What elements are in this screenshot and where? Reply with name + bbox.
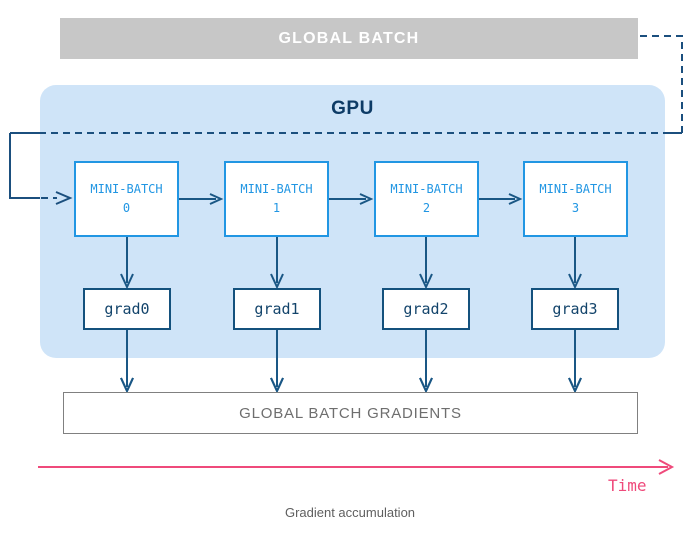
grad-box-1: grad1 [233,288,321,330]
grad-to-gradients-arrows-overlay [120,330,582,394]
global-batch-gradients-box: GLOBAL BATCH GRADIENTS [63,392,638,434]
time-axis-arrow [38,459,675,475]
global-batch-bar: GLOBAL BATCH [60,18,638,59]
grad-label-2: grad2 [403,300,449,318]
global-batch-label: GLOBAL BATCH [278,29,420,47]
gpu-label: GPU [331,98,374,119]
time-axis-label: Time [608,476,647,495]
global-batch-gradients-label: GLOBAL BATCH GRADIENTS [239,404,462,422]
mini-batch-name-2: MINI-BATCH [390,182,463,196]
grad-box-0: grad0 [83,288,171,330]
dashed-routing-overlay [9,132,682,199]
grad-label-0: grad0 [104,300,150,318]
mini-batch-box-3: MINI-BATCH 3 [523,161,628,237]
minibatch-to-grad-arrows-overlay [120,237,582,290]
mini-batch-index-3: 3 [571,201,580,215]
mini-batch-name-0: MINI-BATCH [90,182,163,196]
mini-batch-box-2: MINI-BATCH 2 [374,161,479,237]
grad-label-1: grad1 [254,300,300,318]
grad-box-3: grad3 [531,288,619,330]
mini-batch-name-3: MINI-BATCH [539,182,612,196]
mini-batch-box-0: MINI-BATCH 0 [74,161,179,237]
mini-batch-flow-arrows-overlay [179,193,523,205]
figure-caption: Gradient accumulation [284,505,416,520]
dashed-path-arrowhead-overlay [55,191,73,205]
mini-batch-index-1: 1 [272,201,281,215]
mini-batch-index-2: 2 [422,201,431,215]
mini-batch-name-1: MINI-BATCH [240,182,313,196]
mini-batch-index-0: 0 [122,201,131,215]
grad-box-2: grad2 [382,288,470,330]
mini-batch-box-1: MINI-BATCH 1 [224,161,329,237]
grad-label-3: grad3 [552,300,598,318]
